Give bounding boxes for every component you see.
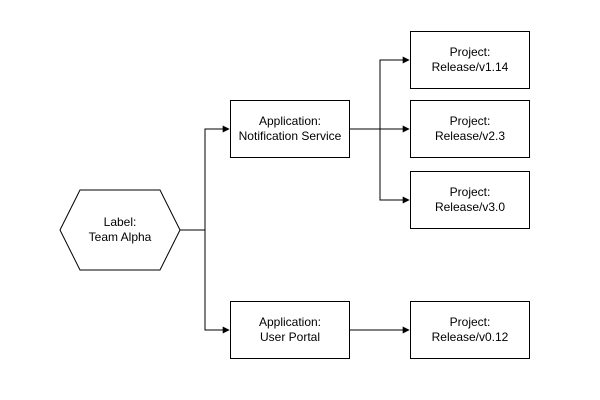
node-notification-service-line1: Application: [258, 114, 322, 128]
node-notification-service[interactable]: Application: Notification Service [230, 100, 350, 158]
node-user-portal-line2: User Portal [259, 330, 321, 344]
node-team-alpha-line1: Label: [103, 215, 137, 229]
node-release-v0-12-line1: Project: [449, 315, 491, 329]
node-release-v2-3[interactable]: Project: Release/v2.3 [410, 100, 530, 158]
edge-team-alpha-to-user-portal [180, 229, 230, 334]
node-release-v3-0[interactable]: Project: Release/v3.0 [410, 171, 530, 229]
node-release-v2-3-line2: Release/v2.3 [434, 129, 506, 143]
node-release-v1-14-line2: Release/v1.14 [431, 60, 509, 74]
node-release-v0-12[interactable]: Project: Release/v0.12 [410, 301, 530, 359]
node-team-alpha[interactable]: Label: Team Alpha [60, 190, 180, 270]
node-release-v0-12-line2: Release/v0.12 [431, 330, 509, 344]
node-user-portal-line1: Application: [258, 315, 322, 329]
node-release-v2-3-line1: Project: [449, 114, 491, 128]
edge-notification-service-to-release-v1-14 [350, 56, 410, 130]
node-team-alpha-line2: Team Alpha [88, 230, 152, 244]
node-release-v3-0-line2: Release/v3.0 [434, 200, 506, 214]
node-release-v1-14-line1: Project: [449, 45, 491, 59]
node-notification-service-line2: Notification Service [238, 129, 342, 143]
edge-team-alpha-to-notification-service [180, 125, 230, 231]
node-release-v3-0-line1: Project: [449, 185, 491, 199]
node-release-v1-14[interactable]: Project: Release/v1.14 [410, 31, 530, 89]
node-user-portal[interactable]: Application: User Portal [230, 301, 350, 359]
edge-notification-service-to-release-v3-0 [350, 128, 410, 204]
